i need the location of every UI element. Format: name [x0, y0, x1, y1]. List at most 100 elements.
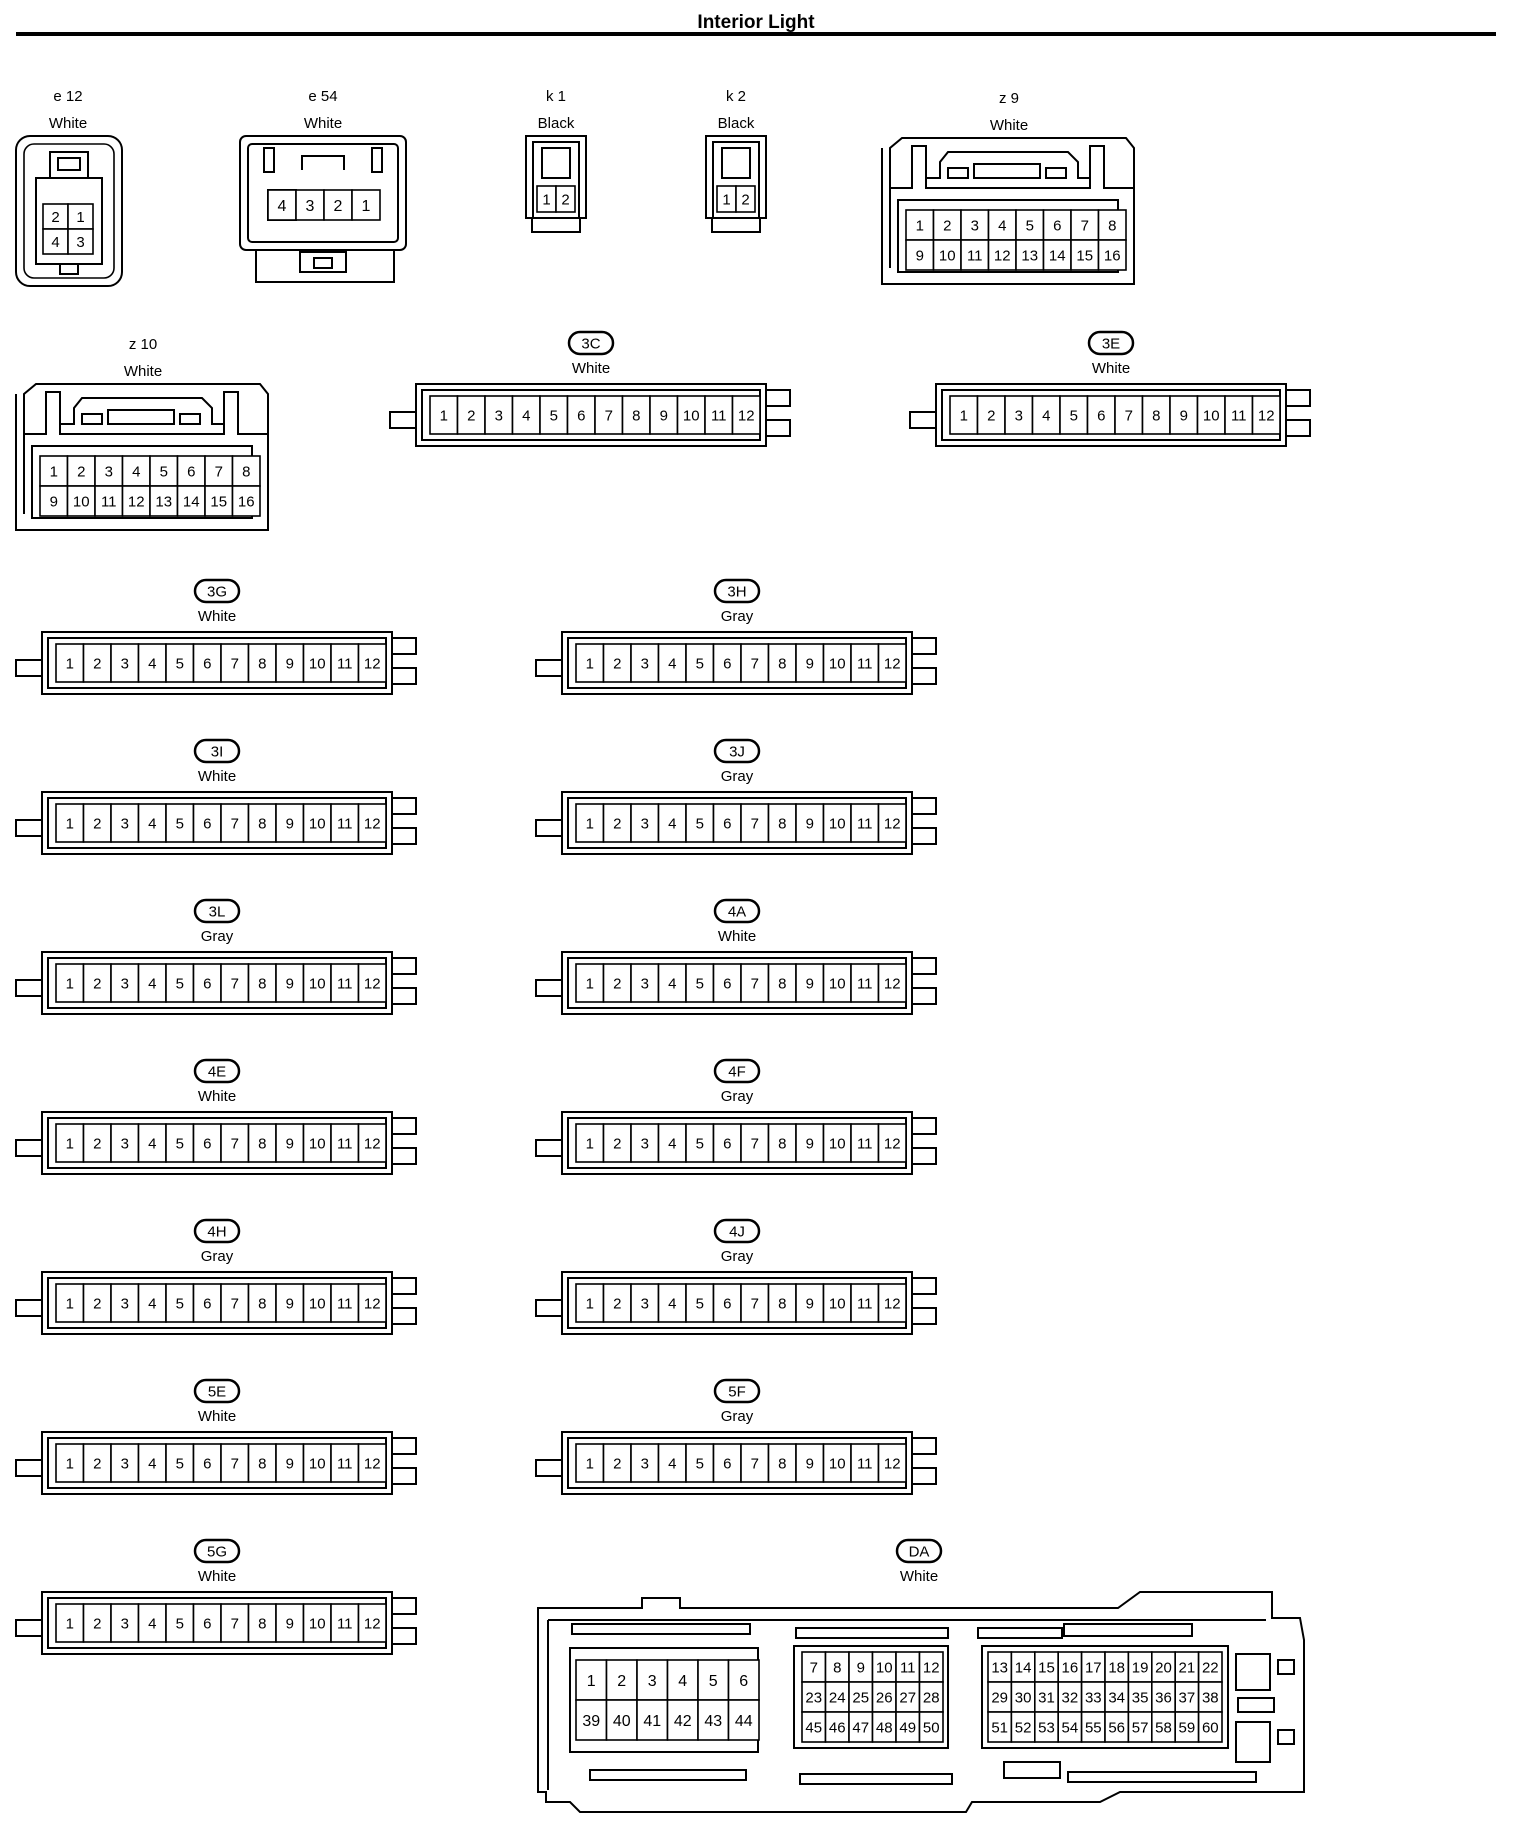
side-tab [909, 1147, 937, 1165]
connector-code: 4E [208, 1064, 226, 1081]
pin-number: 11 [337, 1135, 353, 1152]
pin-number: 2 [617, 1673, 626, 1690]
latch [301, 155, 345, 170]
pin-cell [605, 1699, 638, 1741]
pin-cell [247, 1443, 277, 1483]
side-tab [389, 827, 417, 845]
pin-cell [176, 485, 206, 517]
pin-number: 4 [148, 1295, 156, 1312]
connector-code: 5G [207, 1544, 227, 1561]
pin-cell [357, 963, 387, 1003]
side-tab [1283, 419, 1311, 437]
pin-number: 2 [467, 407, 475, 424]
pin-number: 2 [987, 407, 995, 424]
pin-number: 5 [696, 1135, 704, 1152]
pin-cell [685, 1443, 715, 1483]
pin-number: 3 [76, 234, 84, 251]
pin-cell [357, 643, 387, 683]
pin-cell [137, 1123, 167, 1163]
pin-number: 7 [231, 1615, 239, 1632]
connector-code: 3G [207, 584, 227, 601]
pin-cell [357, 803, 387, 843]
pin-cell [657, 1283, 687, 1323]
pin-number: 2 [93, 815, 101, 832]
pin-number: 44 [735, 1713, 753, 1730]
pin-number: 4 [668, 1135, 676, 1152]
latch-window [973, 163, 1041, 179]
pin-number: 4 [1042, 407, 1050, 424]
pin-number: 9 [806, 655, 814, 672]
pin-number: 6 [723, 1455, 731, 1472]
connector-id: e 12 [53, 88, 82, 105]
connector-code: 5F [728, 1384, 746, 1401]
pin-number: 1 [542, 191, 550, 208]
pin-number: 31 [1038, 1689, 1055, 1706]
pin-number: 16 [1104, 247, 1121, 264]
pin-number: 10 [309, 1455, 326, 1472]
side-tab [389, 1467, 417, 1485]
pin-cell [94, 485, 124, 517]
pin-number: 4 [668, 1455, 676, 1472]
pin-cell [795, 963, 825, 1003]
pin-number: 10 [683, 407, 700, 424]
pin-number: 4 [148, 1615, 156, 1632]
pin-number: 9 [286, 1295, 294, 1312]
pin-number: 1 [50, 463, 58, 480]
pin-number: 54 [1062, 1719, 1079, 1736]
slot [1063, 1623, 1193, 1637]
pin-number: 3 [121, 655, 129, 672]
pin-number: 38 [1202, 1689, 1219, 1706]
pin-number: 9 [660, 407, 668, 424]
pin-number: 5 [160, 463, 168, 480]
pin-cell [697, 1659, 730, 1701]
pin-cell [704, 395, 734, 435]
connector-color: White [304, 115, 342, 132]
pin-cell [731, 395, 761, 435]
pin-number: 9 [286, 1615, 294, 1632]
pin-number: 8 [258, 975, 266, 992]
pin-number: 5 [176, 655, 184, 672]
pin-number: 4 [668, 975, 676, 992]
pin-number: 7 [1125, 407, 1133, 424]
pin-cell [137, 1283, 167, 1323]
side-tab [535, 1139, 565, 1157]
pin-number: 11 [1231, 407, 1247, 424]
connector-outline [881, 137, 1135, 285]
side-tab [909, 797, 937, 815]
pin-cell [82, 1603, 112, 1643]
pin-cell [357, 1123, 387, 1163]
pin-number: 53 [1038, 1719, 1055, 1736]
latch-tab [81, 413, 103, 425]
pin-number: 2 [77, 463, 85, 480]
pin-number: 3 [121, 1455, 129, 1472]
connector-code-badge [713, 1218, 761, 1244]
pin-number: 3 [495, 407, 503, 424]
pin-number: 10 [309, 655, 326, 672]
pin-cell [275, 643, 305, 683]
pin-number: 7 [1081, 217, 1089, 234]
pin-cell [740, 963, 770, 1003]
connector-id: k 1 [546, 88, 566, 105]
pin-number: 6 [203, 1455, 211, 1472]
pin-number: 56 [1108, 1719, 1125, 1736]
pin-number: 8 [778, 655, 786, 672]
pin-cell [918, 1711, 944, 1743]
pin-cell [960, 239, 990, 271]
pin-cell [712, 643, 742, 683]
connector-code: 4J [729, 1224, 745, 1241]
latch-window [107, 409, 175, 425]
pin-cell [1169, 395, 1199, 435]
pin-number: 32 [1062, 1689, 1079, 1706]
pin-cell [302, 1283, 332, 1323]
side-tab [535, 1459, 565, 1477]
pin-number: 1 [586, 1295, 594, 1312]
connector-color: White [49, 115, 87, 132]
pin-number: 10 [309, 1295, 326, 1312]
side-tab [15, 1619, 45, 1637]
side-tab [909, 1467, 937, 1485]
pin-number: 11 [711, 407, 727, 424]
pin-cell [727, 1659, 760, 1701]
